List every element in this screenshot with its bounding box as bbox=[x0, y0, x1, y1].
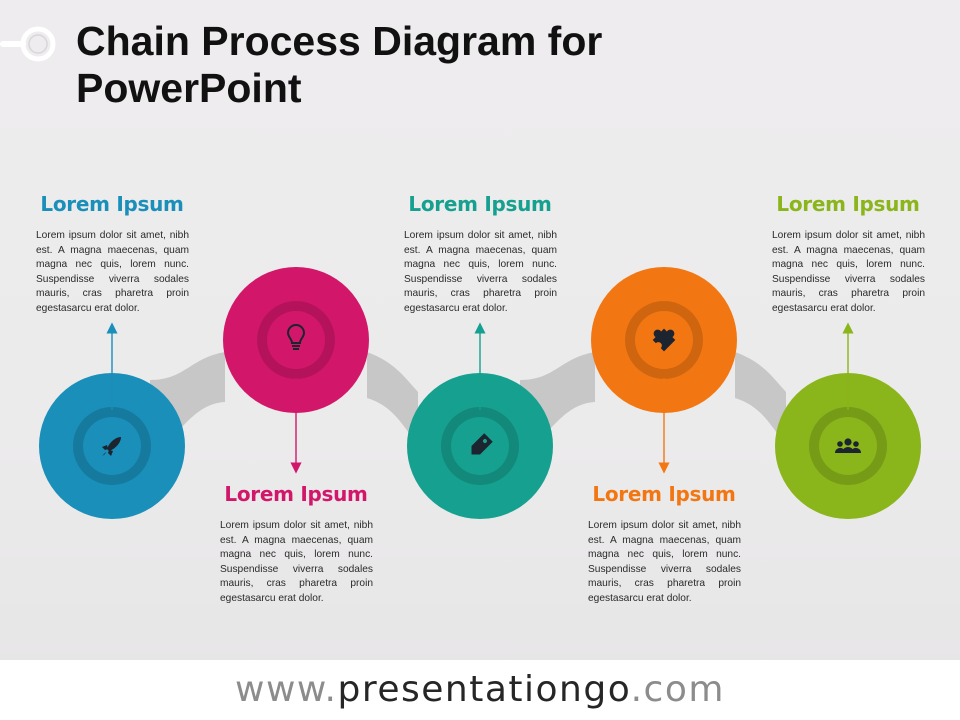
step-body-2: Lorem ipsum dolor sit amet, nibh est. A … bbox=[220, 520, 373, 604]
step-circle-4 bbox=[591, 267, 737, 413]
footer-suffix: .com bbox=[630, 669, 725, 710]
lightbulb-icon bbox=[286, 324, 306, 350]
chain-diagram bbox=[39, 267, 921, 519]
footer-prefix: www. bbox=[235, 669, 338, 710]
footer-url: www.presentationgo.com bbox=[0, 660, 960, 720]
rocket-icon bbox=[102, 437, 121, 456]
people-icon bbox=[835, 438, 861, 453]
step-body-1: Lorem ipsum dolor sit amet, nibh est. A … bbox=[36, 230, 189, 314]
step-heading-4: Lorem Ipsum bbox=[592, 482, 736, 506]
chain-link-2 bbox=[367, 352, 418, 446]
step-heading-3: Lorem Ipsum bbox=[408, 192, 552, 216]
step-heading-5: Lorem Ipsum bbox=[776, 192, 920, 216]
step-circle-3 bbox=[407, 373, 553, 519]
step-circle-inner-2 bbox=[267, 311, 325, 369]
step-circle-1 bbox=[39, 373, 185, 519]
step-circle-inner-5 bbox=[819, 417, 877, 475]
step-circle-5 bbox=[775, 373, 921, 519]
footer-domain: presentationgo bbox=[337, 669, 631, 710]
step-body-3: Lorem ipsum dolor sit amet, nibh est. A … bbox=[404, 230, 557, 314]
step-body-4: Lorem ipsum dolor sit amet, nibh est. A … bbox=[588, 520, 741, 604]
tag-icon bbox=[471, 433, 493, 455]
step-circle-2 bbox=[223, 267, 369, 413]
hook-decoration bbox=[0, 26, 56, 62]
chain-link-4 bbox=[735, 352, 786, 446]
step-heading-1: Lorem Ipsum bbox=[40, 192, 184, 216]
step-heading-2: Lorem Ipsum bbox=[224, 482, 368, 506]
page-title: Chain Process Diagram for PowerPoint bbox=[76, 18, 603, 111]
step-body-5: Lorem ipsum dolor sit amet, nibh est. A … bbox=[772, 230, 925, 314]
